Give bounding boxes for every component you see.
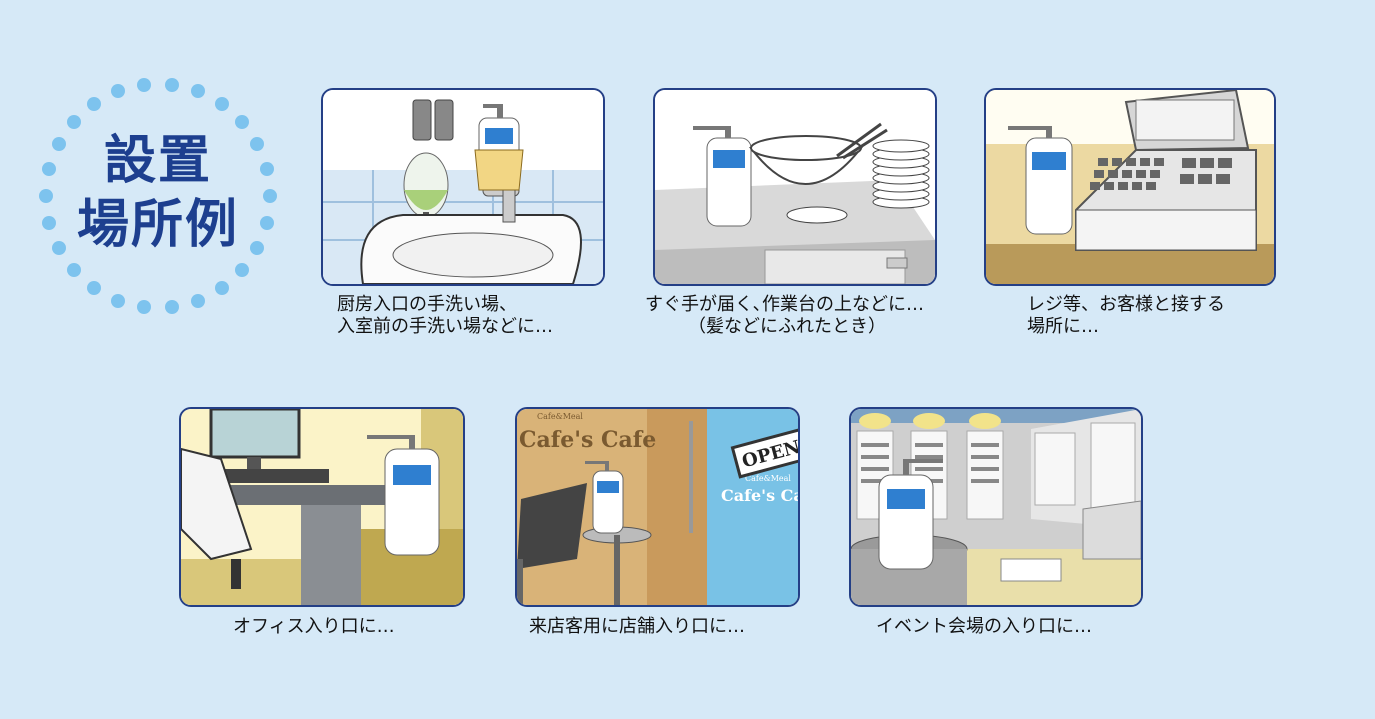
badge-dot <box>87 281 102 296</box>
scene-register <box>984 88 1276 286</box>
badge-dot <box>67 114 82 129</box>
caption-counter-line2: （髪などにふれたとき） <box>688 316 886 337</box>
caption-register-line1: レジ等、お客様と接する <box>1027 294 1225 315</box>
window-small-text: Cafe&Meal <box>745 474 791 483</box>
badge-dot <box>250 241 265 256</box>
scene-cafe: Cafe's Cafe Cafe&Meal Cafe's Ca Cafe&Mea… <box>515 407 800 607</box>
badge-dot <box>214 281 229 296</box>
badge-dot <box>42 215 57 230</box>
badge-dot <box>190 293 205 308</box>
cafe-small-text: Cafe&Meal <box>537 412 583 421</box>
badge-dot <box>259 162 274 177</box>
location-examples-badge: 設置 場所例 <box>39 77 277 315</box>
badge-dot <box>234 114 249 129</box>
badge-dot <box>51 136 66 151</box>
badge-dot <box>137 77 152 92</box>
badge-dot <box>259 215 274 230</box>
caption-cafe: 来店客用に店舗入り口に… <box>529 616 745 637</box>
badge-dot <box>42 162 57 177</box>
caption-counter-line1: すぐ手が届く､作業台の上などに… <box>645 294 924 315</box>
badge-dot <box>214 96 229 111</box>
badge-dot <box>137 300 152 315</box>
badge-title-line1: 設置 <box>103 131 212 191</box>
badge-dot <box>67 263 82 278</box>
badge-title-line2: 場所例 <box>76 195 239 255</box>
caption-kitchen-line2: 入室前の手洗い場などに… <box>337 316 553 337</box>
window-logo-text: Cafe's Ca <box>721 486 798 505</box>
scene-office <box>179 407 465 607</box>
badge-dot <box>250 136 265 151</box>
badge-dot <box>111 84 126 99</box>
badge-dot <box>164 77 179 92</box>
badge-dot <box>234 263 249 278</box>
caption-office: オフィス入り口に… <box>233 616 395 637</box>
badge-dot <box>39 189 53 203</box>
scene-kitchen-sink <box>321 88 605 286</box>
caption-kitchen-line1: 厨房入口の手洗い場、 <box>337 294 517 315</box>
badge-dot <box>111 293 126 308</box>
badge-dot <box>164 300 179 315</box>
badge-dot <box>263 189 277 203</box>
scene-event <box>849 407 1143 607</box>
scene-work-counter <box>653 88 937 286</box>
badge-dot <box>51 241 66 256</box>
caption-register-line2: 場所に… <box>1027 316 1099 337</box>
caption-event: イベント会場の入り口に… <box>876 616 1092 637</box>
badge-dot <box>190 84 205 99</box>
badge-dot <box>87 96 102 111</box>
cafe-logo-text: Cafe's Cafe <box>519 427 656 453</box>
